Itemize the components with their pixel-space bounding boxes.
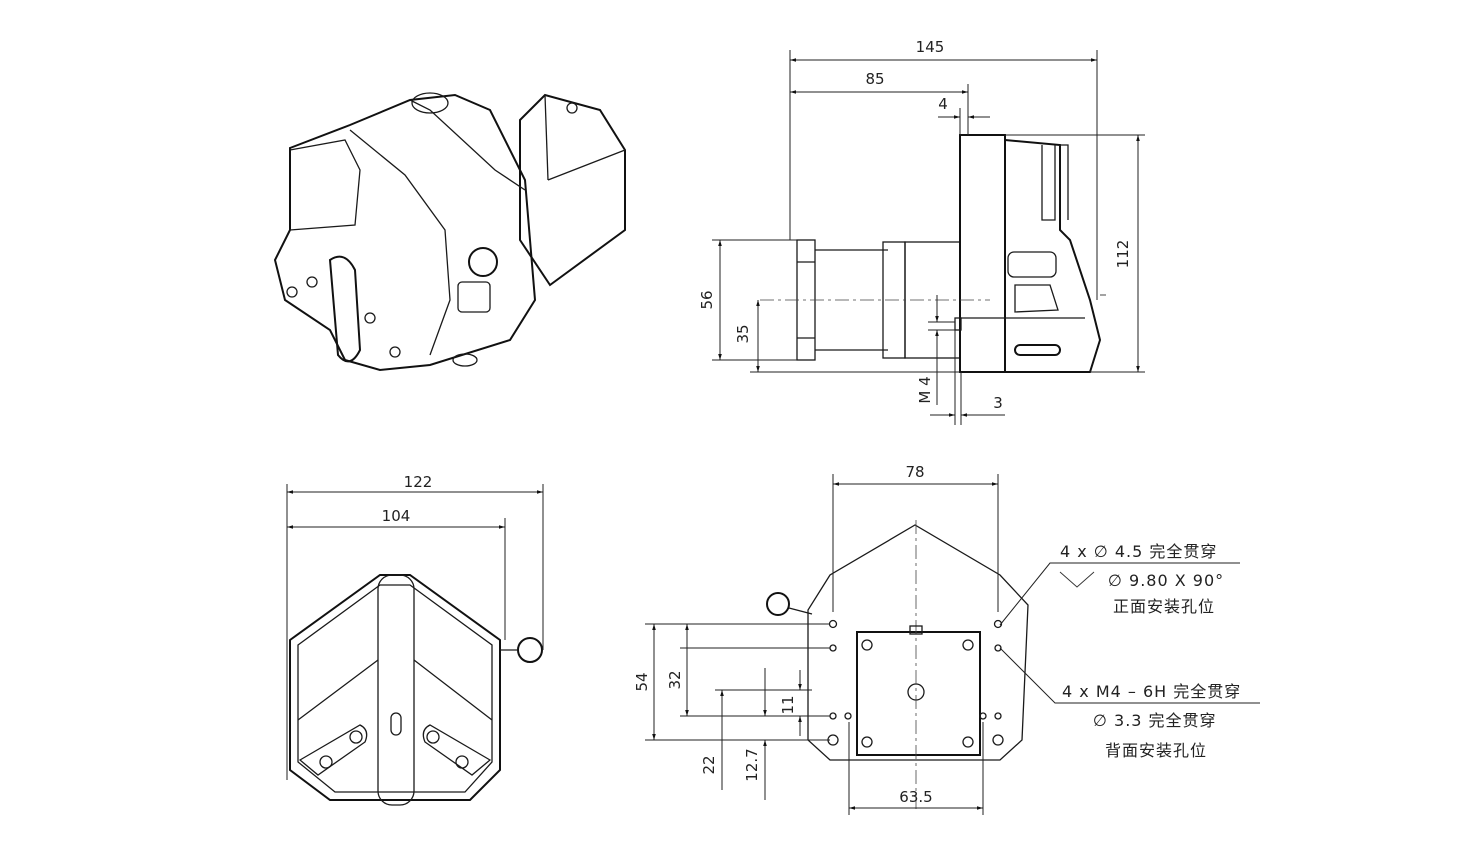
rear-hole-note-2: ∅ 3.3 完全贯穿 xyxy=(1093,711,1217,730)
front-hole-note-1: 4 x ∅ 4.5 完全贯穿 xyxy=(1060,542,1217,561)
dim-78: 78 xyxy=(905,463,924,481)
hole-notes: 4 x ∅ 4.5 完全贯穿 ∅ 9.80 X 90° 正面安装孔位 4 x M… xyxy=(999,542,1260,760)
front-hole-note-3: 正面安装孔位 xyxy=(1113,597,1215,616)
dim-3: 3 xyxy=(993,394,1003,412)
dim-54: 54 xyxy=(633,672,651,691)
dim-35: 35 xyxy=(734,324,752,343)
dim-112: 112 xyxy=(1114,240,1132,269)
side-view-dimensions: 145 85 4 112 56 35 M 4 3 xyxy=(698,38,1145,425)
front-hole-note-2: ∅ 9.80 X 90° xyxy=(1108,571,1224,590)
dim-32: 32 xyxy=(666,670,684,689)
side-view xyxy=(760,134,1106,373)
dim-12-7: 12.7 xyxy=(743,748,761,781)
dim-11: 11 xyxy=(779,695,797,714)
dim-145: 145 xyxy=(916,38,945,56)
dim-m4: M 4 xyxy=(916,376,934,403)
dim-4: 4 xyxy=(938,95,948,113)
dim-104: 104 xyxy=(382,507,411,525)
dim-63-5: 63.5 xyxy=(899,788,932,806)
dim-22: 22 xyxy=(700,755,718,774)
rear-hole-note-3: 背面安装孔位 xyxy=(1105,741,1207,760)
rear-view xyxy=(766,520,1029,810)
dim-122: 122 xyxy=(404,473,433,491)
dim-56: 56 xyxy=(698,290,716,309)
dim-85: 85 xyxy=(865,70,884,88)
front-view-dimensions: 122 104 xyxy=(286,473,544,780)
rear-view-dimensions: 78 63.5 54 32 11 22 12.7 xyxy=(633,463,999,815)
isometric-view xyxy=(273,92,626,372)
rear-hole-note-1: 4 x M4 – 6H 完全贯穿 xyxy=(1062,682,1241,701)
front-view xyxy=(289,574,543,806)
